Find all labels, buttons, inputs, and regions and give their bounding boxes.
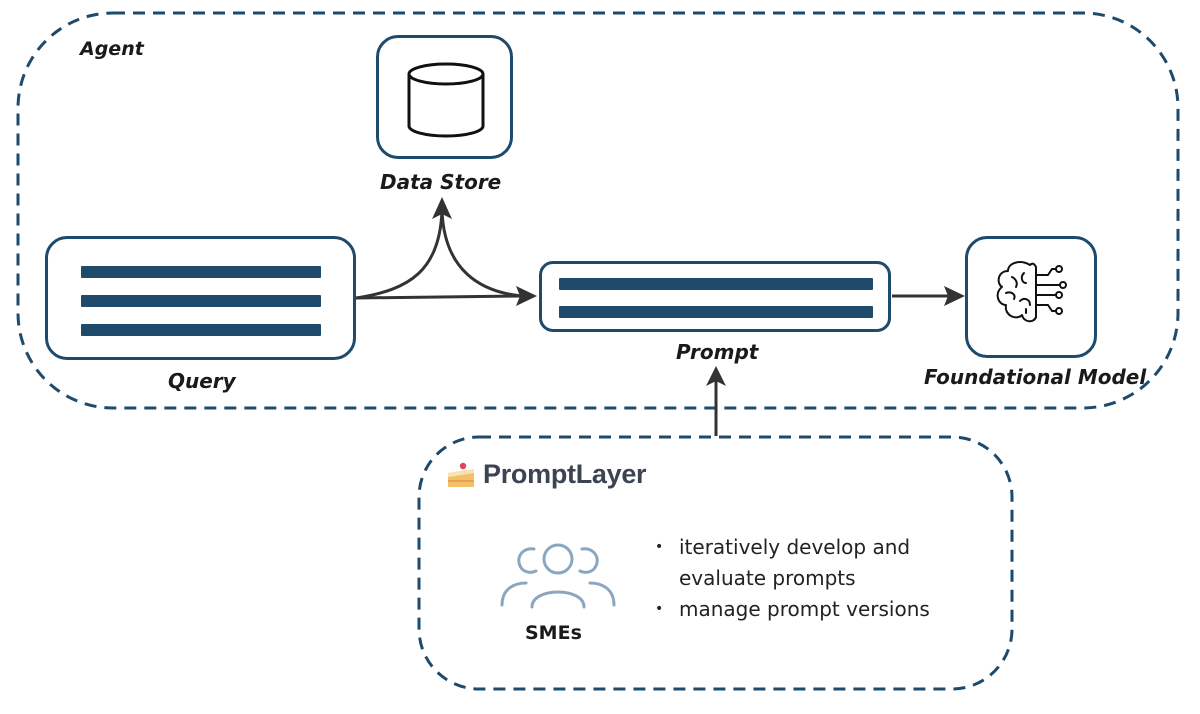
arrowhead-prompt [516, 286, 537, 306]
arrowhead-prompt-up [706, 366, 726, 386]
arrow-query-to-datastore [355, 209, 444, 300]
promptlayer-brand: PromptLayer [483, 459, 647, 489]
promptlayer-bullet-list: iteratively develop and evaluate prompts… [655, 532, 969, 625]
arrowhead-datastore [432, 197, 452, 219]
cake-icon [448, 462, 474, 487]
ai-brain-icon [996, 261, 1067, 323]
query-label: Query [168, 369, 236, 393]
query-line-1 [81, 266, 321, 278]
people-group-icon [500, 543, 616, 609]
agent-container [16, 11, 1180, 410]
arrow-query-to-prompt [355, 294, 523, 300]
arrow-datastore-to-prompt-curve [440, 209, 523, 298]
query-line-2 [81, 295, 321, 307]
prompt-label: Prompt [676, 340, 759, 364]
prompt-line-1 [559, 278, 873, 290]
foundational-model-node [965, 236, 1097, 358]
query-node [45, 236, 356, 360]
prompt-line-2 [559, 306, 873, 318]
agent-label: Agent [80, 38, 144, 60]
arrowhead-model [944, 286, 965, 306]
promptlayer-container [417, 435, 1014, 691]
prompt-node [539, 261, 891, 332]
query-line-3 [81, 324, 321, 336]
bullet-manage-versions: manage prompt versions [655, 594, 969, 625]
database-icon [407, 62, 485, 138]
data-store-label: Data Store [380, 170, 502, 194]
data-store-node [376, 35, 513, 159]
foundational-model-label: Foundational Model [924, 365, 1147, 389]
smes-label: SMEs [525, 622, 582, 644]
bullet-develop-evaluate: iteratively develop and evaluate prompts [655, 532, 969, 594]
